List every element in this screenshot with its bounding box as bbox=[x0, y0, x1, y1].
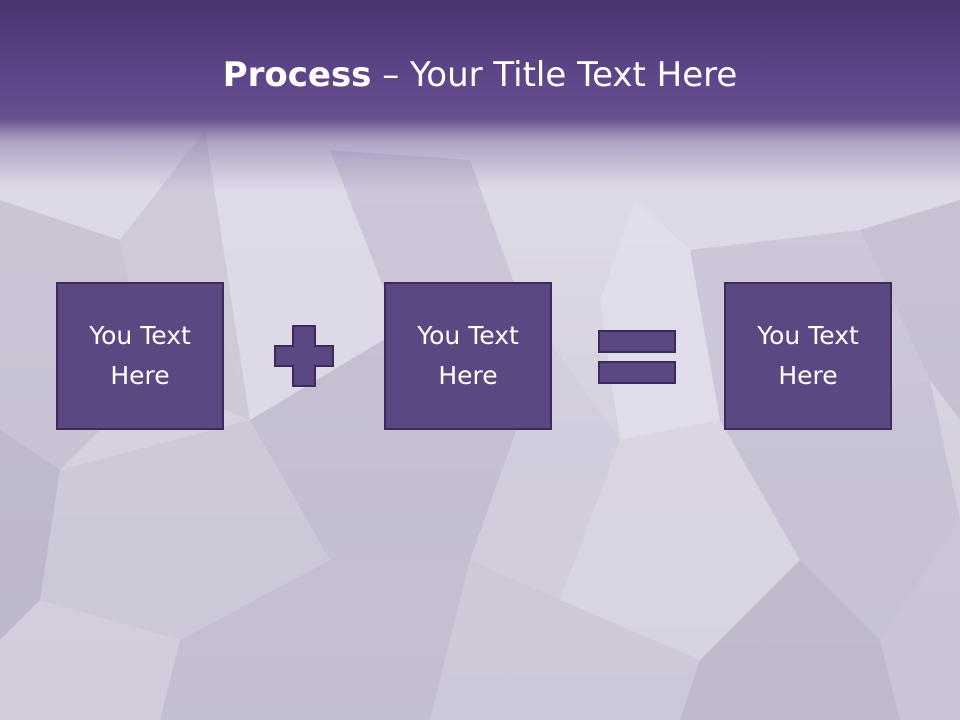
title-rest: – Your Title Text Here bbox=[371, 55, 738, 95]
process-box-1-label: You Text Here bbox=[89, 321, 191, 390]
process-box-3-label: You Text Here bbox=[757, 321, 859, 390]
title-bold: Process bbox=[222, 55, 372, 95]
process-box-2-label: You Text Here bbox=[417, 321, 519, 390]
plus-icon bbox=[274, 325, 334, 387]
process-box-2: You Text Here bbox=[384, 282, 552, 430]
equals-icon bbox=[598, 330, 676, 384]
process-box-3: You Text Here bbox=[724, 282, 892, 430]
title-band bbox=[0, 0, 960, 190]
process-box-1: You Text Here bbox=[56, 282, 224, 430]
slide-title: Process – Your Title Text Here bbox=[0, 50, 960, 100]
